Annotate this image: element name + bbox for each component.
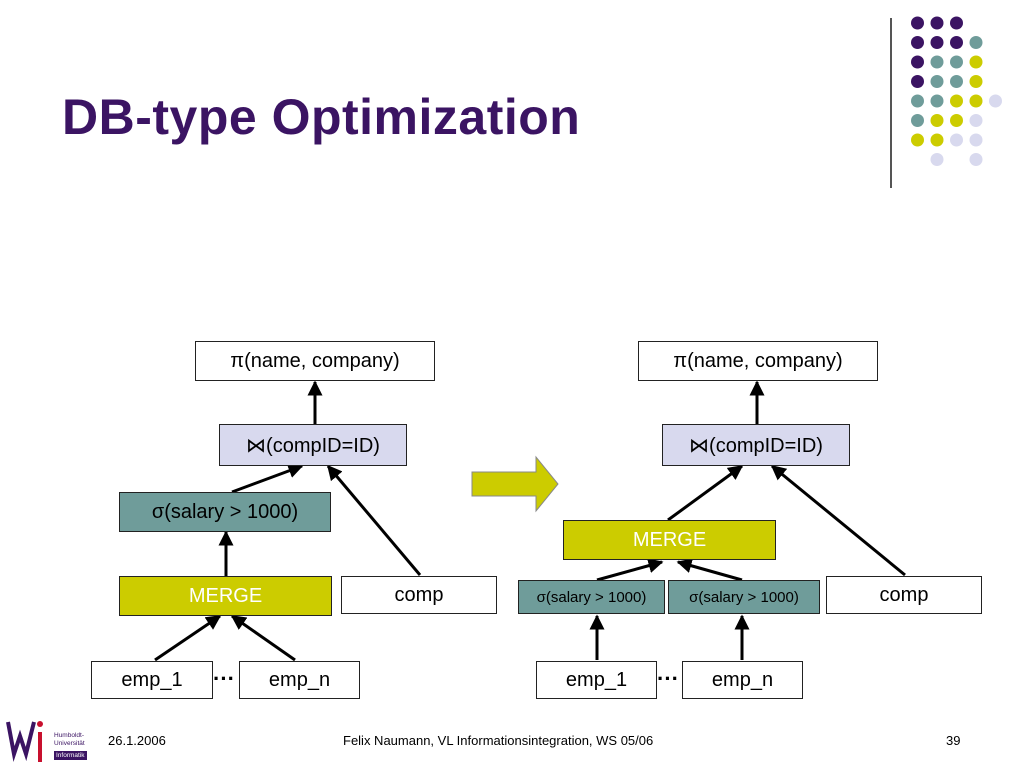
footer-page-number: 39 bbox=[946, 733, 961, 748]
right-selection2-node: σ(salary > 1000) bbox=[668, 580, 820, 614]
left-emp1-node: emp_1 bbox=[91, 661, 213, 699]
decorative-dot bbox=[969, 55, 983, 69]
decorative-dot bbox=[950, 75, 963, 88]
decorative-dot bbox=[930, 153, 944, 166]
left-selection-node: σ(salary > 1000) bbox=[119, 492, 331, 532]
left-ellipsis: ··· bbox=[213, 666, 235, 691]
decorative-dot bbox=[969, 75, 983, 88]
decorative-dot bbox=[969, 94, 983, 108]
decorative-dot bbox=[950, 133, 963, 147]
decorative-dot bbox=[950, 16, 963, 30]
decorative-dot bbox=[969, 133, 983, 147]
left-projection-node: π(name, company) bbox=[195, 341, 435, 381]
edge-left-comp-to-join bbox=[326, 464, 422, 576]
decorative-dot bbox=[989, 94, 1002, 108]
decorative-dot bbox=[930, 133, 944, 147]
decorative-dot bbox=[950, 114, 963, 127]
decorative-dot bbox=[969, 153, 983, 166]
decorative-dot bbox=[950, 36, 963, 49]
right-selection1-node: σ(salary > 1000) bbox=[518, 580, 665, 614]
logo-line2: Universität bbox=[54, 740, 85, 747]
right-emp1-node: emp_1 bbox=[536, 661, 657, 699]
slide-title: DB-type Optimization bbox=[62, 89, 581, 145]
decorative-dot bbox=[911, 94, 924, 108]
edge-left-emp1-to-merge bbox=[154, 614, 222, 662]
edge-right-merge-to-join bbox=[667, 464, 744, 522]
edge-right-sel1-to-merge bbox=[596, 558, 664, 582]
left-merge-node: MERGE bbox=[119, 576, 332, 616]
logo-line1: Humboldt- bbox=[54, 732, 84, 739]
decorative-dot bbox=[911, 36, 924, 49]
decorative-dot bbox=[969, 36, 983, 49]
footer-date: 26.1.2006 bbox=[108, 733, 166, 748]
right-ellipsis: ··· bbox=[657, 666, 679, 691]
right-empn-node: emp_n bbox=[682, 661, 803, 699]
left-comp-node: comp bbox=[341, 576, 497, 614]
right-projection-node: π(name, company) bbox=[638, 341, 878, 381]
decorative-dot bbox=[930, 75, 944, 88]
decorative-dot bbox=[950, 94, 963, 108]
decorative-dot bbox=[911, 114, 924, 127]
decorative-dot bbox=[911, 75, 924, 88]
decorative-dot bbox=[930, 94, 944, 108]
decorative-dot bbox=[930, 114, 944, 127]
edge-right-sel2-to-merge bbox=[676, 558, 743, 582]
decorative-dot bbox=[950, 55, 963, 69]
left-empn-node: emp_n bbox=[239, 661, 360, 699]
decorative-dot bbox=[930, 55, 944, 69]
header-divider-line bbox=[890, 18, 892, 188]
right-merge-node: MERGE bbox=[563, 520, 776, 560]
university-logo-icon bbox=[6, 721, 43, 762]
decorative-dot bbox=[911, 133, 924, 147]
footer-author: Felix Naumann, VL Informationsintegratio… bbox=[343, 733, 654, 748]
edge-right-comp-to-join bbox=[770, 464, 906, 577]
edge-left-empn-to-merge bbox=[230, 614, 296, 662]
decorative-dot bbox=[911, 16, 924, 30]
transform-arrow bbox=[471, 455, 559, 513]
right-comp-node: comp bbox=[826, 576, 982, 614]
decorative-dot bbox=[930, 16, 944, 30]
decorative-dot bbox=[930, 36, 944, 49]
decorative-dot bbox=[911, 55, 924, 69]
right-join-node: ⋈(compID=ID) bbox=[662, 424, 850, 466]
decorative-dot bbox=[969, 114, 983, 127]
left-join-node: ⋈(compID=ID) bbox=[219, 424, 407, 466]
decorative-dot-grid bbox=[911, 16, 1002, 166]
edge-left-selection-to-join bbox=[231, 463, 304, 494]
logo-tag: Informatik bbox=[54, 751, 87, 760]
